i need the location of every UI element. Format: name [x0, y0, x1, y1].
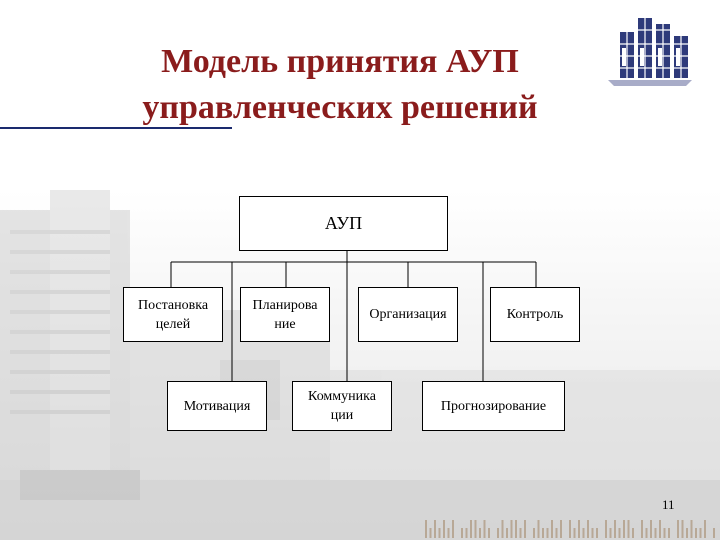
slide-title-line-2: управленческих решений	[142, 89, 538, 126]
node-organization-label: Организация	[369, 307, 447, 322]
node-communication: Коммуника ции	[292, 381, 392, 431]
node-control: Контроль	[490, 287, 580, 342]
node-forecasting: Прогнозирование	[422, 381, 565, 431]
page-number: 11	[662, 497, 675, 512]
footer-decoration	[425, 520, 715, 538]
node-goal-setting-label: Постановка целей	[137, 297, 209, 332]
node-control-label: Контроль	[506, 307, 564, 322]
mbi-logo-icon	[608, 18, 692, 86]
node-goal-setting: Постановка целей	[123, 287, 223, 342]
title-underline-rule	[0, 127, 232, 129]
node-motivation-label: Мотивация	[183, 398, 251, 414]
node-forecasting-label: Прогнозирование	[440, 398, 547, 414]
node-communication-label: Коммуника ции	[308, 389, 376, 423]
node-planning: Планирова ние	[240, 287, 330, 342]
node-aup-label: АУП	[324, 213, 363, 233]
node-aup: АУП	[239, 196, 448, 251]
node-motivation: Мотивация	[167, 381, 267, 431]
node-organization: Организация	[358, 287, 458, 342]
slide-title-line-1: Модель принятия АУП	[161, 43, 519, 80]
node-planning-label: Планирова ние	[252, 297, 318, 332]
